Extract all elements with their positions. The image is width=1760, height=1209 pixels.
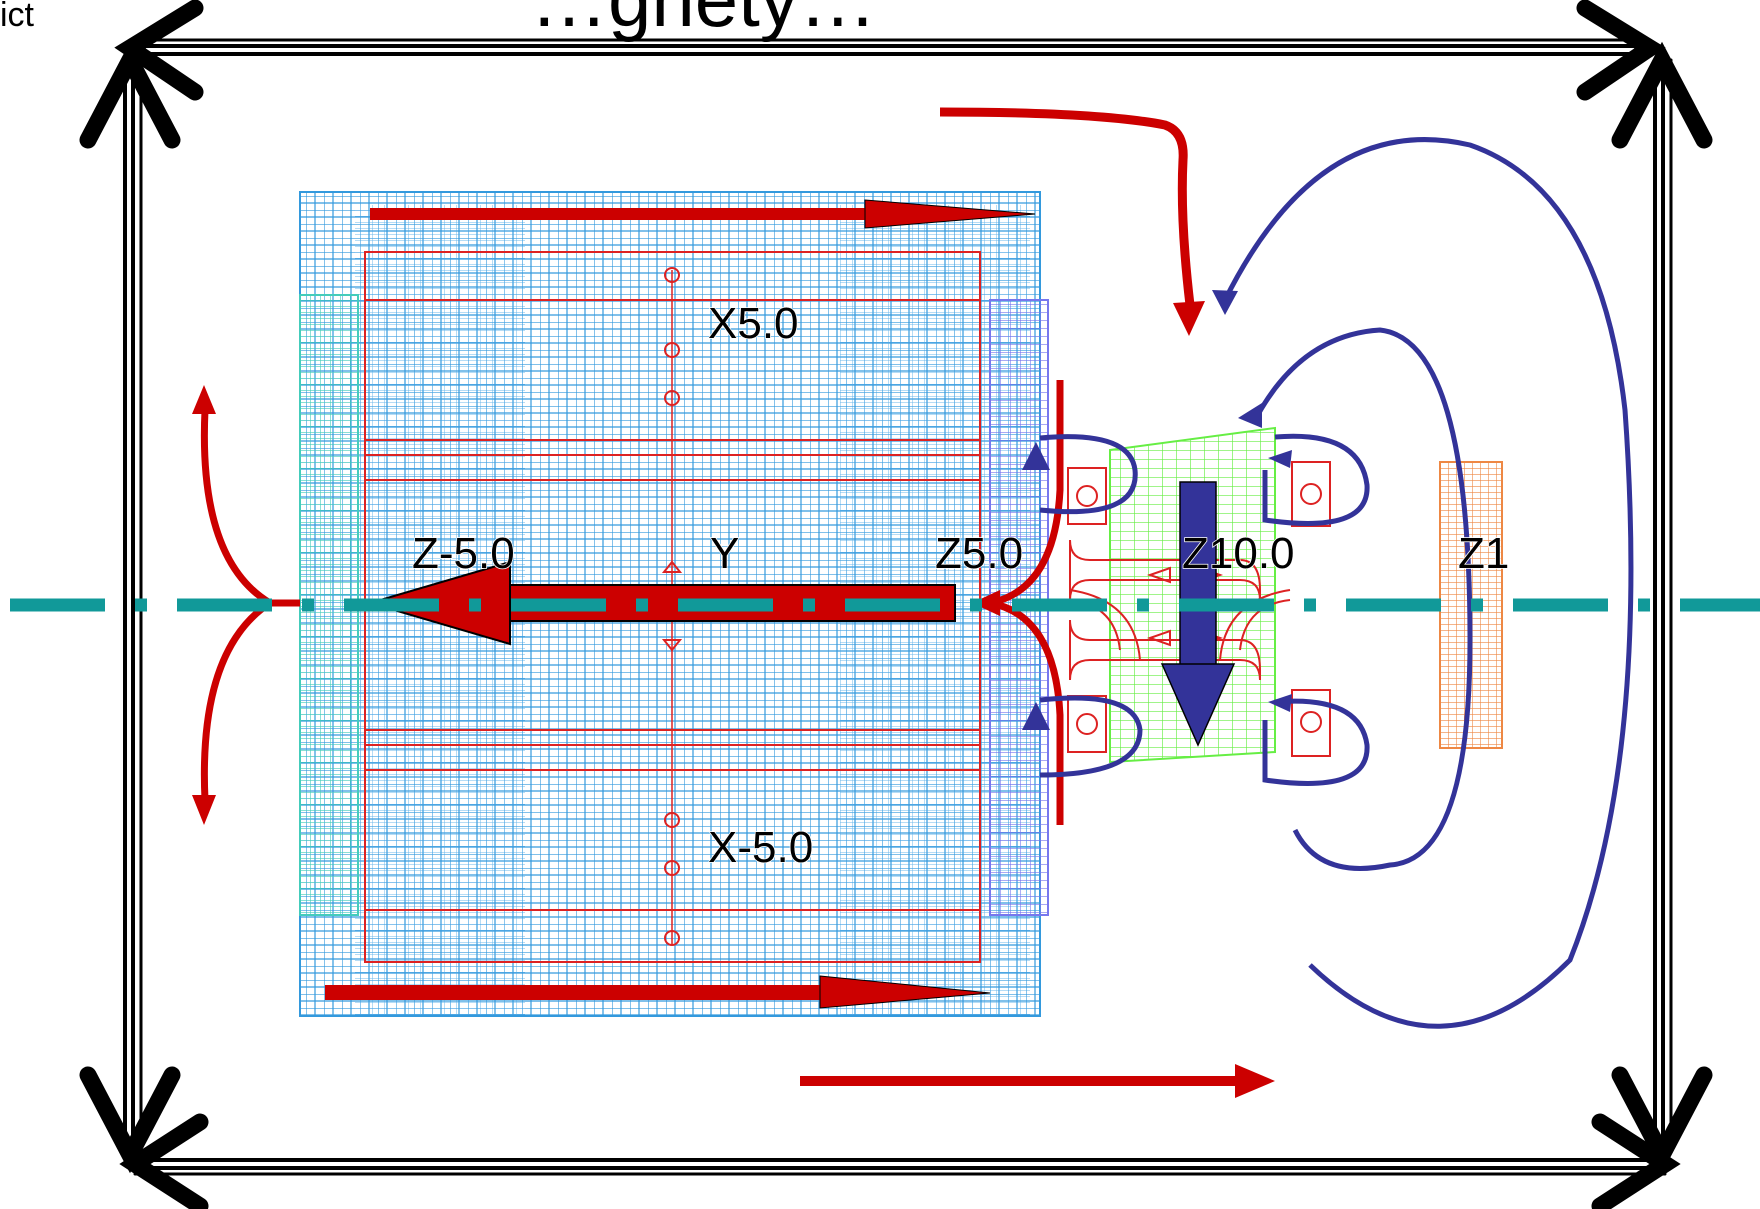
- blue-down-arrow: [1160, 481, 1236, 747]
- red-arrow-bottom-right: [325, 975, 991, 1009]
- label-z-partial: Z1: [1458, 529, 1509, 578]
- blue-arrowheads: [1022, 290, 1292, 730]
- label-z-neg: Z-5.0: [412, 529, 515, 578]
- blue-loop-bottom-right: [1262, 698, 1370, 786]
- blue-loop-top-right: [1262, 433, 1370, 526]
- label-z-5: Z5.0: [935, 529, 1023, 578]
- frame-right-arrow: [1611, 41, 1713, 1174]
- corner-text-fragment: ict: [0, 0, 35, 34]
- label-x-pos: X5.0: [708, 299, 799, 348]
- blue-loop-bottom-left: [1039, 695, 1143, 778]
- frame-bottom-arrow: [119, 1113, 1681, 1209]
- red-arrow-top-right: [370, 199, 1036, 229]
- label-z-10: Z10.0: [1182, 529, 1295, 578]
- label-y: Y: [710, 529, 739, 578]
- frame-top-arrow: [114, 0, 1666, 101]
- blue-loop-outer: [1222, 137, 1634, 1029]
- red-converging-arrows: [989, 380, 1064, 825]
- blue-loop-middle: [1252, 327, 1473, 871]
- title-fragment: …gnety…: [530, 0, 877, 43]
- axis-labels: X5.0 X-5.0 Y Z-5.0 Z5.0 Z10.0 Z1: [411, 298, 1510, 873]
- red-arrow-top-curve: [939, 107, 1195, 306]
- label-x-neg: X-5.0: [708, 823, 813, 872]
- blue-flow-arrows: [1039, 137, 1634, 1029]
- blue-loop-top-left: [1039, 434, 1138, 515]
- red-arrow-far-bottom: [800, 1064, 1275, 1098]
